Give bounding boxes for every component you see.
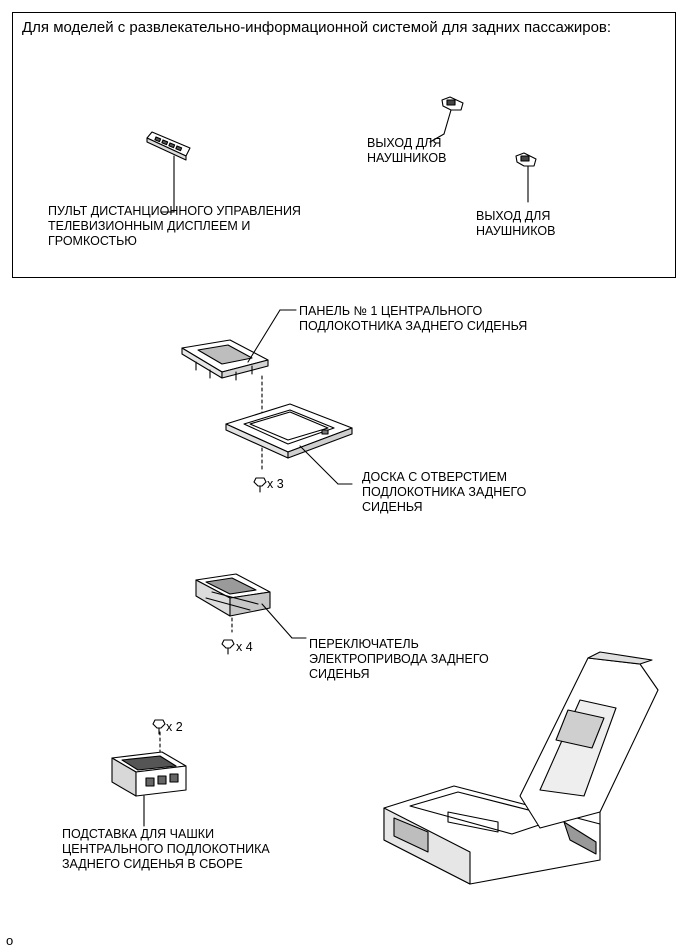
power-seat-switch-label: ПЕРЕКЛЮЧАТЕЛЬ ЭЛЕКТРОПРИВОДА ЗАДНЕГО СИД…: [309, 637, 489, 681]
cup-holder-illustration: [111, 731, 187, 827]
headphone-outlet-1-illustration: [429, 96, 464, 143]
switch-screw-quantity: x 4: [236, 640, 253, 654]
conditional-parts-title: Для моделей с развлекательно-информацион…: [22, 19, 612, 36]
switch-screw-illustration: [221, 639, 235, 655]
cup-holder-screw-quantity: x 2: [166, 720, 183, 734]
power-seat-switch-illustration: [195, 573, 307, 639]
cup-holder-label: ПОДСТАВКА ДЛЯ ЧАШКИ ЦЕНТРАЛЬНОГО ПОДЛОКО…: [62, 827, 270, 871]
center-armrest-panel-label: ПАНЕЛЬ № 1 ЦЕНТРАЛЬНОГО ПОДЛОКОТНИКА ЗАД…: [299, 304, 528, 333]
board-screw-quantity: x 3: [267, 477, 284, 491]
armrest-hole-board-label: ДОСКА С ОТВЕРСТИЕМ ПОДЛОКОТНИКА ЗАДНЕГО …: [362, 470, 527, 514]
headphone-outlet-2-illustration: [515, 152, 537, 203]
board-screw-illustration: [253, 477, 267, 493]
conditional-parts-frame: [12, 12, 676, 278]
armrest-hole-board-illustration: [225, 403, 353, 485]
rear-center-armrest-assembly-illustration: [383, 651, 659, 885]
headphone-outlet-2-label: ВЫХОД ДЛЯ НАУШНИКОВ: [476, 209, 556, 238]
remote-control-illustration: [146, 131, 191, 213]
cup-holder-screw-illustration: [152, 719, 166, 735]
remote-control-label: ПУЛЬТ ДИСТАНЦИОННОГО УПРАВЛЕНИЯ ТЕЛЕВИЗИ…: [48, 204, 301, 248]
footer-mark: o: [6, 933, 14, 948]
headphone-outlet-1-label: ВЫХОД ДЛЯ НАУШНИКОВ: [367, 136, 447, 165]
center-armrest-panel-illustration: [181, 309, 297, 471]
